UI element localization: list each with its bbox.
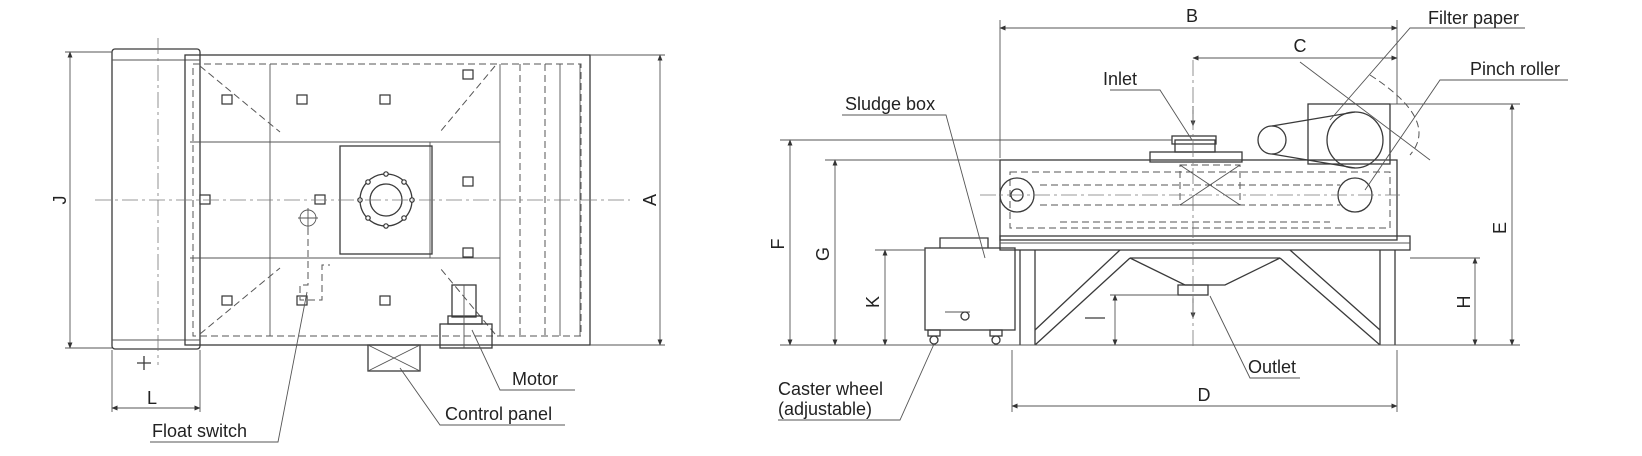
filter-tank-body: [999, 159, 1398, 241]
label-caster-wheel-line1: Caster wheel: [778, 379, 883, 399]
top-view: J A L Float switch Motor Control panel: [50, 38, 665, 443]
label-sludge-box: Sludge box: [845, 94, 935, 114]
drive-housing: [1307, 103, 1391, 165]
control-panel-symbol: [367, 344, 421, 372]
dim-label-j: J: [50, 196, 70, 205]
label-control-panel: Control panel: [445, 404, 552, 424]
float-switch-symbol: [298, 208, 330, 301]
dim-label-h: H: [1454, 296, 1474, 309]
label-filter-paper: Filter paper: [1428, 8, 1519, 28]
dim-label-g: G: [813, 247, 833, 261]
label-pinch-roller: Pinch roller: [1470, 59, 1560, 79]
dim-label-d: D: [1198, 385, 1211, 405]
dim-label-l: L: [147, 388, 157, 408]
dim-label-f: F: [768, 239, 788, 250]
label-outlet: Outlet: [1248, 357, 1296, 377]
label-float-switch: Float switch: [152, 421, 247, 441]
dim-label-e: E: [1490, 222, 1510, 234]
tank-drum-outline: [111, 48, 201, 350]
dim-label-c: C: [1294, 36, 1307, 56]
label-motor: Motor: [512, 369, 558, 389]
side-view: B C D E H F G K Filter: [768, 6, 1568, 421]
label-inlet: Inlet: [1103, 69, 1137, 89]
dim-label-b: B: [1186, 6, 1198, 26]
sludge-box-symbol: [924, 237, 1016, 345]
motor-symbol: [439, 284, 493, 349]
label-caster-wheel-line2: (adjustable): [778, 399, 872, 419]
dim-label-k: K: [863, 296, 883, 308]
dim-label-a: A: [640, 194, 660, 206]
